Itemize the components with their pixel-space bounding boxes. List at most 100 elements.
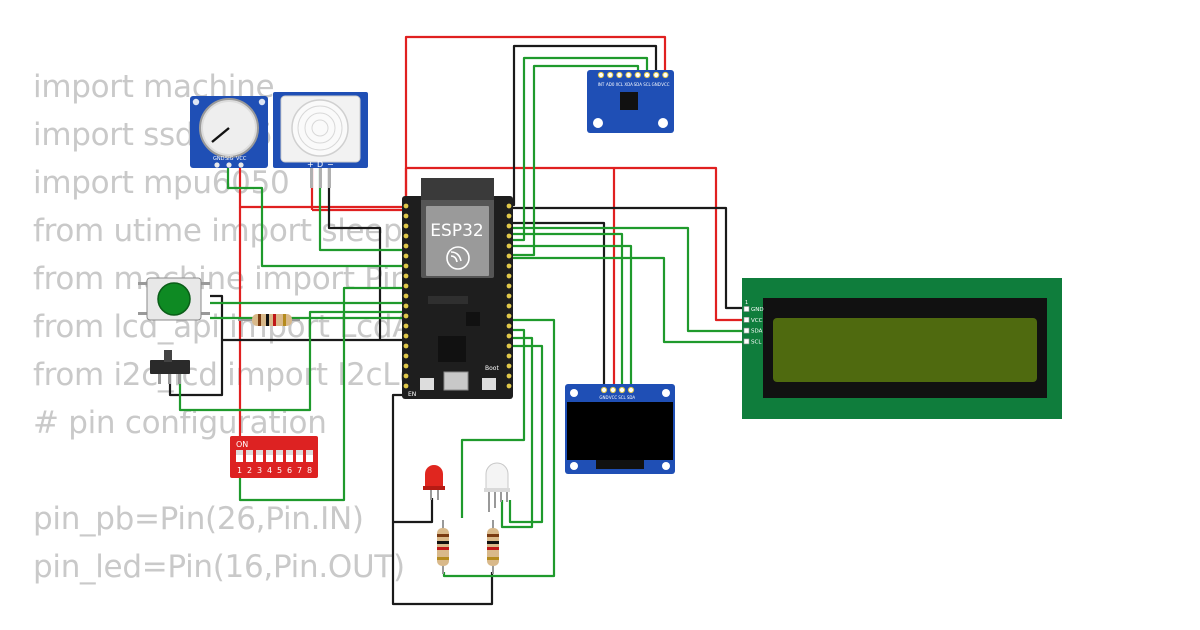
- esp32-pin-left[interactable]: [403, 303, 409, 309]
- mpu-pin[interactable]: [607, 71, 614, 79]
- potentiometer[interactable]: GND SIG VCC: [190, 96, 268, 168]
- wire-red-oled-vcc[interactable]: [312, 168, 408, 212]
- resistor-rgb-led[interactable]: [487, 520, 499, 574]
- red-led[interactable]: [423, 465, 445, 500]
- mpu-pin[interactable]: [625, 71, 632, 79]
- esp32-pin-right[interactable]: [506, 313, 512, 319]
- wire-green-oled-scl[interactable]: [510, 232, 624, 388]
- esp32-pin-left[interactable]: [403, 253, 409, 259]
- rgb-led[interactable]: [484, 462, 510, 512]
- mpu-pin[interactable]: [662, 71, 669, 79]
- esp32-pin-right[interactable]: [506, 323, 512, 329]
- esp32-pin-left[interactable]: [403, 313, 409, 319]
- dip-key[interactable]: [296, 450, 303, 462]
- pir-sensor[interactable]: + D −: [273, 92, 368, 188]
- dip-key[interactable]: [306, 450, 313, 462]
- esp32-pin-left[interactable]: [403, 263, 409, 269]
- wire-green-oled-sda[interactable]: [510, 244, 633, 388]
- esp32-pin-left[interactable]: [403, 323, 409, 329]
- wire-green-led-red[interactable]: [442, 318, 556, 578]
- mpu-pin[interactable]: [616, 71, 623, 79]
- dip-key[interactable]: [266, 450, 273, 462]
- wire-black-oled-gnd[interactable]: [510, 221, 606, 388]
- esp32-pin-right[interactable]: [506, 273, 512, 279]
- esp32-pin-right[interactable]: [506, 303, 512, 309]
- wire-red-lcd-vcc[interactable]: [406, 166, 742, 322]
- esp32-pin-right[interactable]: [506, 373, 512, 379]
- esp32-pin-right[interactable]: [506, 333, 512, 339]
- esp32-pin-right[interactable]: [506, 233, 512, 239]
- esp32-pin-left[interactable]: [403, 293, 409, 299]
- wire-green-lcd-sda[interactable]: [510, 226, 742, 333]
- oled-pin[interactable]: [627, 386, 635, 394]
- wire-green-dip[interactable]: [238, 286, 406, 502]
- lcd-pin[interactable]: [743, 327, 750, 334]
- esp32-pin-right[interactable]: [506, 243, 512, 249]
- mpu-pin[interactable]: [597, 71, 605, 79]
- esp32-pin-right[interactable]: [506, 223, 512, 229]
- esp32-pin-right[interactable]: [506, 363, 512, 369]
- wire-green-lcd-scl[interactable]: [510, 256, 742, 344]
- wire-black-lcd-gnd[interactable]: [510, 206, 742, 310]
- resistor-horizontal[interactable]: [238, 314, 300, 326]
- dip-key[interactable]: [236, 450, 243, 462]
- wire-black-bottom[interactable]: [391, 522, 494, 606]
- esp32-pin-left[interactable]: [403, 213, 409, 219]
- wire-green-pir-out[interactable]: [318, 168, 406, 252]
- dip-key[interactable]: [286, 450, 293, 462]
- wire-red-mpu-vcc[interactable]: [404, 35, 667, 205]
- oled-pin[interactable]: [618, 386, 626, 394]
- esp32-pin-right[interactable]: [506, 263, 512, 269]
- esp32-pin-left[interactable]: [403, 333, 409, 339]
- lcd-pin[interactable]: [743, 338, 750, 345]
- mpu-pin[interactable]: [643, 71, 651, 79]
- button-cap-icon[interactable]: [157, 282, 191, 316]
- mpu-pin[interactable]: [653, 71, 660, 79]
- esp32-pin-left[interactable]: [403, 223, 409, 229]
- wire-green-rgb-r[interactable]: [460, 328, 526, 518]
- esp32-pin-left[interactable]: [403, 353, 409, 359]
- esp32-pin-right[interactable]: [506, 213, 512, 219]
- esp32-pin-left[interactable]: [403, 203, 409, 209]
- push-button[interactable]: [138, 277, 210, 321]
- esp32-pin-right[interactable]: [506, 283, 512, 289]
- lcd-pin[interactable]: [743, 316, 750, 323]
- slide-switch[interactable]: [150, 350, 190, 384]
- esp32-pin-left[interactable]: [403, 363, 409, 369]
- pir-minus-label: −: [327, 160, 334, 169]
- esp32-pin-left[interactable]: [403, 383, 409, 389]
- resistor-red-led[interactable]: [437, 520, 449, 574]
- esp32-pin-right[interactable]: [506, 293, 512, 299]
- esp32-pin-left[interactable]: [403, 273, 409, 279]
- wire-green-mpu-sda[interactable]: [510, 56, 649, 242]
- wire-green-pot-sig[interactable]: [226, 168, 406, 268]
- esp32-pin-right[interactable]: [506, 383, 512, 389]
- oled-pin[interactable]: [609, 386, 617, 394]
- esp32-pin-left[interactable]: [403, 243, 409, 249]
- wire-black-pir-gnd[interactable]: [327, 168, 382, 340]
- wire-green-slide[interactable]: [178, 310, 406, 412]
- dip-key[interactable]: [276, 450, 283, 462]
- wire-green-mpu-scl[interactable]: [510, 64, 640, 257]
- wire-green-rgb-g[interactable]: [500, 336, 534, 529]
- esp32-pin-right[interactable]: [506, 203, 512, 209]
- esp32-pin-left[interactable]: [403, 283, 409, 289]
- esp32-pin-left[interactable]: [403, 343, 409, 349]
- esp32-pin-right[interactable]: [506, 343, 512, 349]
- esp32-pin-right[interactable]: [506, 253, 512, 259]
- dip-key[interactable]: [246, 450, 253, 462]
- mpu-pin[interactable]: [634, 71, 641, 79]
- wire-red-pot-vcc[interactable]: [238, 168, 406, 209]
- esp32-pin-right[interactable]: [506, 353, 512, 359]
- lcd-pin[interactable]: [743, 306, 750, 312]
- esp32-board[interactable]: ESP32 EN Boot: [402, 178, 513, 399]
- wire-green-rgb-b[interactable]: [508, 344, 544, 524]
- dip-key[interactable]: [256, 450, 263, 462]
- esp32-pin-left[interactable]: [403, 373, 409, 379]
- oled-pin[interactable]: [600, 386, 608, 394]
- esp32-pin-left[interactable]: [403, 233, 409, 239]
